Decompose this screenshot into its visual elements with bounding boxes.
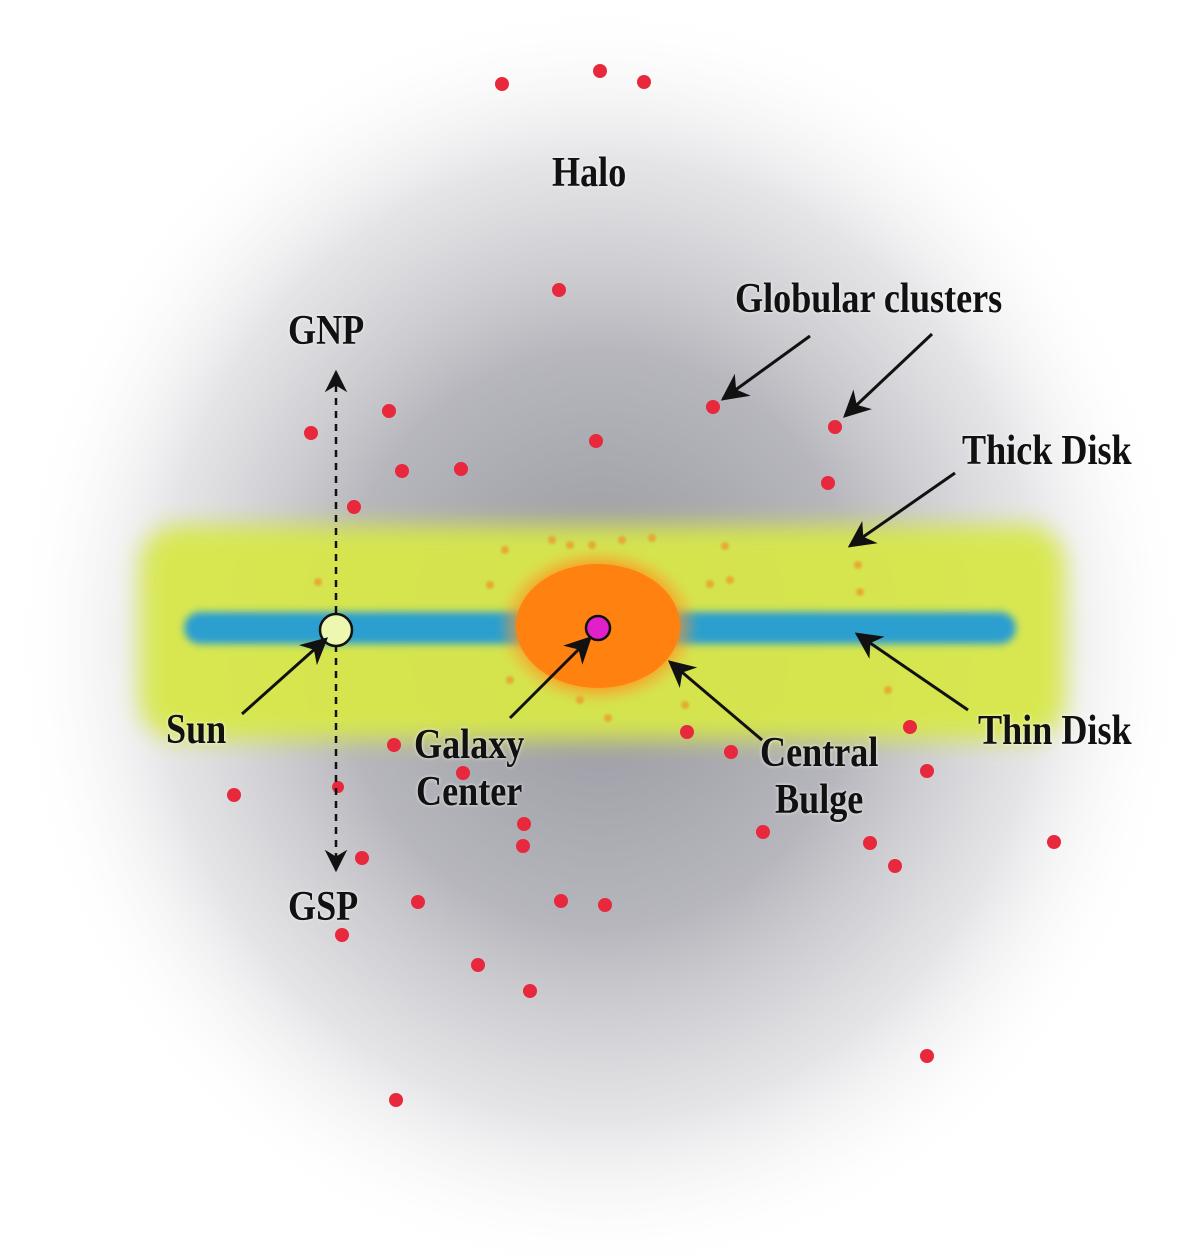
globular-cluster <box>517 817 531 831</box>
globular-cluster <box>593 64 607 78</box>
galaxy-center-marker <box>584 614 612 642</box>
globular-cluster <box>335 928 349 942</box>
globular-cluster <box>821 476 835 490</box>
globular-cluster <box>637 75 651 89</box>
label-halo: Halo <box>552 150 627 196</box>
globular-cluster <box>454 462 468 476</box>
label-sun: Sun <box>166 707 227 753</box>
label-galaxy-center: Galaxy Center <box>414 722 524 816</box>
globular-cluster <box>387 738 401 752</box>
label-thin-disk: Thin Disk <box>978 708 1132 754</box>
globular-cluster <box>1047 835 1061 849</box>
label-central-bulge: Central Bulge <box>760 730 878 824</box>
arrow-thin-disk <box>854 632 969 712</box>
globular-cluster <box>304 426 318 440</box>
globular-cluster <box>724 745 738 759</box>
globular-cluster <box>355 851 369 865</box>
globular-cluster <box>495 77 509 91</box>
label-galaxy-center-line2: Center <box>416 769 523 816</box>
globular-cluster <box>863 836 877 850</box>
label-gsp: GSP <box>288 884 359 930</box>
arrow-globular-cluster-2 <box>843 332 934 418</box>
globular-cluster <box>920 1049 934 1063</box>
label-thick-disk: Thick Disk <box>962 428 1132 474</box>
bulge-stars <box>314 534 892 722</box>
globular-cluster <box>332 781 344 793</box>
globular-cluster <box>598 898 612 912</box>
globular-cluster <box>471 958 485 972</box>
globular-cluster <box>680 725 694 739</box>
globular-cluster <box>589 434 603 448</box>
globular-cluster <box>389 1093 403 1107</box>
globular-cluster <box>554 894 568 908</box>
globular-cluster <box>756 825 770 839</box>
globular-cluster <box>516 839 530 853</box>
globular-cluster <box>920 764 934 778</box>
globular-cluster <box>552 283 566 297</box>
label-central-bulge-line2: Bulge <box>775 777 864 824</box>
globular-cluster <box>828 420 842 434</box>
globular-cluster <box>347 500 361 514</box>
globular-cluster <box>456 766 470 780</box>
globular-cluster <box>411 895 425 909</box>
globular-cluster <box>523 984 537 998</box>
label-galaxy-center-line1: Galaxy <box>414 722 525 768</box>
globular-clusters <box>227 64 1061 1107</box>
globular-cluster <box>227 788 241 802</box>
pointer-arrows <box>241 332 969 742</box>
label-globular-clusters: Globular clusters <box>735 276 1003 322</box>
label-gnp: GNP <box>288 308 365 354</box>
arrow-sun <box>241 637 329 716</box>
label-central-bulge-line1: Central <box>760 730 879 776</box>
globular-cluster <box>382 404 396 418</box>
arrow-globular-cluster-1 <box>720 334 811 401</box>
arrow-galaxy-center <box>508 636 592 720</box>
arrow-thick-disk <box>847 471 956 548</box>
globular-cluster <box>903 720 917 734</box>
arrow-central-bulge <box>667 660 763 742</box>
globular-cluster <box>395 464 409 478</box>
globular-cluster <box>888 859 902 873</box>
globular-cluster <box>706 400 720 414</box>
